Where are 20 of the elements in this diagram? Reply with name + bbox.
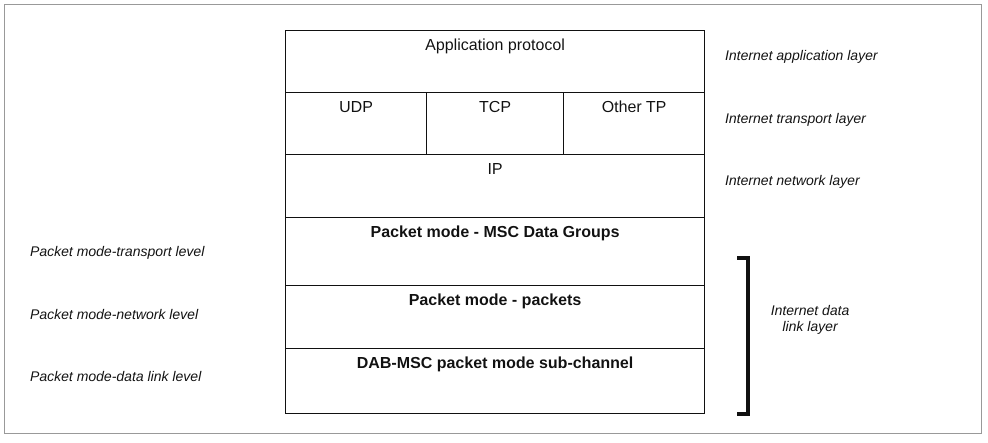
layer-box: [285, 285, 705, 350]
layer-name: Packet mode - MSC Data Groups: [370, 224, 620, 242]
layer-box: [285, 30, 705, 93]
layer-name: TCP: [479, 99, 511, 117]
layer-label: Packet mode-transport level: [30, 243, 204, 259]
layer-box: [285, 217, 705, 287]
layer-name: IP: [487, 161, 503, 179]
layer-box: [285, 348, 705, 414]
layer-name: UDP: [339, 99, 373, 117]
layer-box: [285, 154, 705, 218]
layer-label: Internet transport layer: [725, 110, 866, 126]
layer-label: Internet network layer: [725, 172, 860, 188]
layer-label: Packet mode-data link level: [30, 368, 202, 384]
layer-name: DAB-MSC packet mode sub-channel: [356, 355, 634, 373]
layer-name: Other TP: [602, 99, 666, 117]
layer-name: Packet mode - packets: [408, 292, 582, 310]
layer-name: Application protocol: [425, 37, 565, 55]
layer-label: Internet application layer: [725, 47, 878, 63]
layer-label: Packet mode-network level: [30, 306, 198, 322]
layer-label: Internet data link layer: [770, 302, 850, 334]
